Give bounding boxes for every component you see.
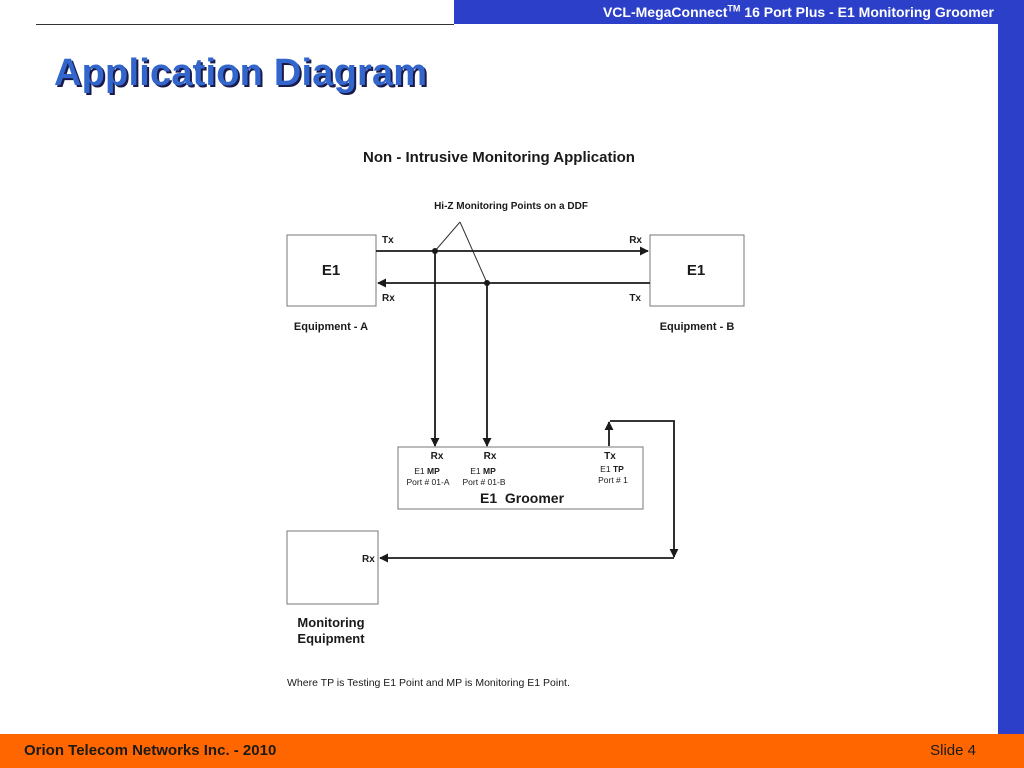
groomer-port-1-signal: Rx xyxy=(431,451,444,462)
monitoring-equipment-box xyxy=(286,530,379,605)
equipment-b-box xyxy=(649,234,745,307)
monitoring-equipment-caption-line1: Monitoring xyxy=(297,615,364,630)
equipment-a-tx-label: Tx xyxy=(382,235,394,246)
equipment-a-box-label: E1 xyxy=(322,262,340,279)
groomer-port-1-type: E1 MP xyxy=(414,466,440,476)
footer-bar: Orion Telecom Networks Inc. - 2010 Slide… xyxy=(0,734,1024,768)
equipment-b-tx-label: Tx xyxy=(629,293,641,304)
slide-number: Slide 4 xyxy=(930,742,976,759)
equipment-b-rx-label: Rx xyxy=(629,235,642,246)
callout-line-a xyxy=(434,221,461,252)
groomer-port-1-number: Port # 01-A xyxy=(407,477,450,487)
slide-title: Application Diagram xyxy=(54,52,428,94)
header-bar: VCL-MegaConnectTM 16 Port Plus - E1 Moni… xyxy=(454,0,998,24)
footer-company: Orion Telecom Networks Inc. - 2010 xyxy=(24,742,277,759)
groomer-box xyxy=(397,446,644,510)
right-accent-strip xyxy=(998,0,1024,734)
monitoring-equipment-rx-label: Rx xyxy=(362,554,375,565)
header-rule xyxy=(36,24,454,25)
diagram-footnote: Where TP is Testing E1 Point and MP is M… xyxy=(287,677,570,689)
groomer-port-2-number: Port # 01-B xyxy=(463,477,506,487)
equipment-a-caption: Equipment - A xyxy=(294,321,368,333)
groomer-port-3-type: E1 TP xyxy=(600,464,624,474)
product-name: VCL-MegaConnect xyxy=(602,4,728,20)
callout-line-b xyxy=(459,221,488,284)
groomer-port-3-signal: Tx xyxy=(604,451,616,462)
monitoring-equipment-caption-line2: Equipment xyxy=(297,631,365,646)
groomer-port-2-type: E1 MP xyxy=(470,466,496,476)
tp-loop-line xyxy=(610,420,679,558)
groomer-title: E1 Groomer xyxy=(480,490,565,506)
monitoring-points-label: Hi-Z Monitoring Points on a DDF xyxy=(434,201,588,212)
equipment-b-box-label: E1 xyxy=(687,262,705,279)
groomer-port-2-signal: Rx xyxy=(484,451,497,462)
equipment-a-rx-label: Rx xyxy=(382,293,395,304)
trademark-mark: TM xyxy=(727,3,741,14)
equipment-b-caption: Equipment - B xyxy=(660,321,735,333)
diagram-title: Non - Intrusive Monitoring Application xyxy=(363,149,635,166)
product-subtitle: 16 Port Plus - E1 Monitoring Groomer xyxy=(740,4,994,20)
groomer-port-3-number: Port # 1 xyxy=(598,475,628,485)
equipment-a-box xyxy=(286,234,377,307)
